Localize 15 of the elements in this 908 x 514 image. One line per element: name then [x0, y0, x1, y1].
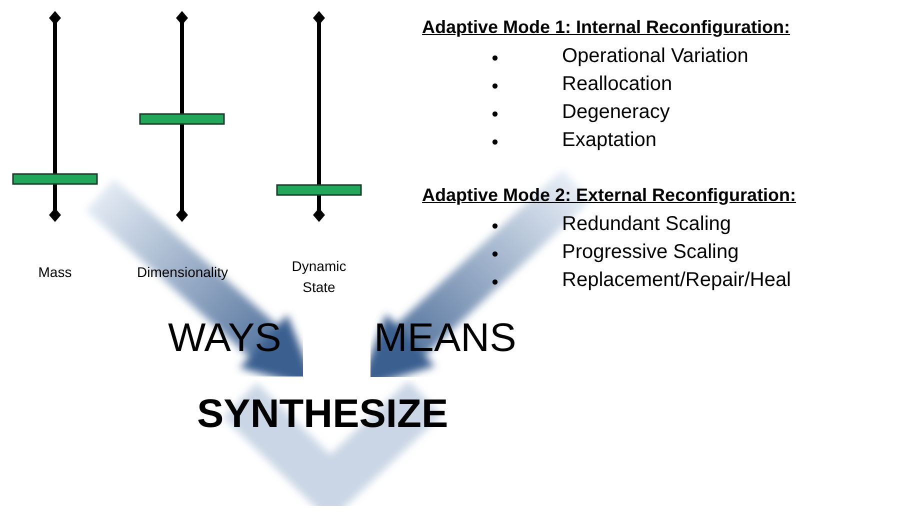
list-item: Operational Variation: [562, 45, 748, 68]
mode-heading: Adaptive Mode 2: External Reconfiguration:: [422, 185, 796, 206]
arrow: [358, 170, 592, 389]
slider-label: Dimensionality: [137, 263, 227, 282]
arrow: [86, 179, 317, 389]
list-item: Degeneracy: [562, 101, 670, 124]
mode-heading: Adaptive Mode 1: Internal Reconfiguration:: [422, 17, 790, 38]
list-item: Exaptation: [562, 129, 657, 152]
list-item: Redundant Scaling: [562, 213, 732, 236]
list-item: Replacement/Repair/Heal: [562, 269, 792, 292]
slider-label: Mass: [37, 263, 73, 282]
synthesize-heading: SYNTHESIZE: [197, 392, 448, 437]
list-item: Progressive Scaling: [562, 241, 739, 264]
list-item: Reallocation: [562, 73, 672, 96]
slider-label: Dynamic State: [290, 257, 348, 297]
